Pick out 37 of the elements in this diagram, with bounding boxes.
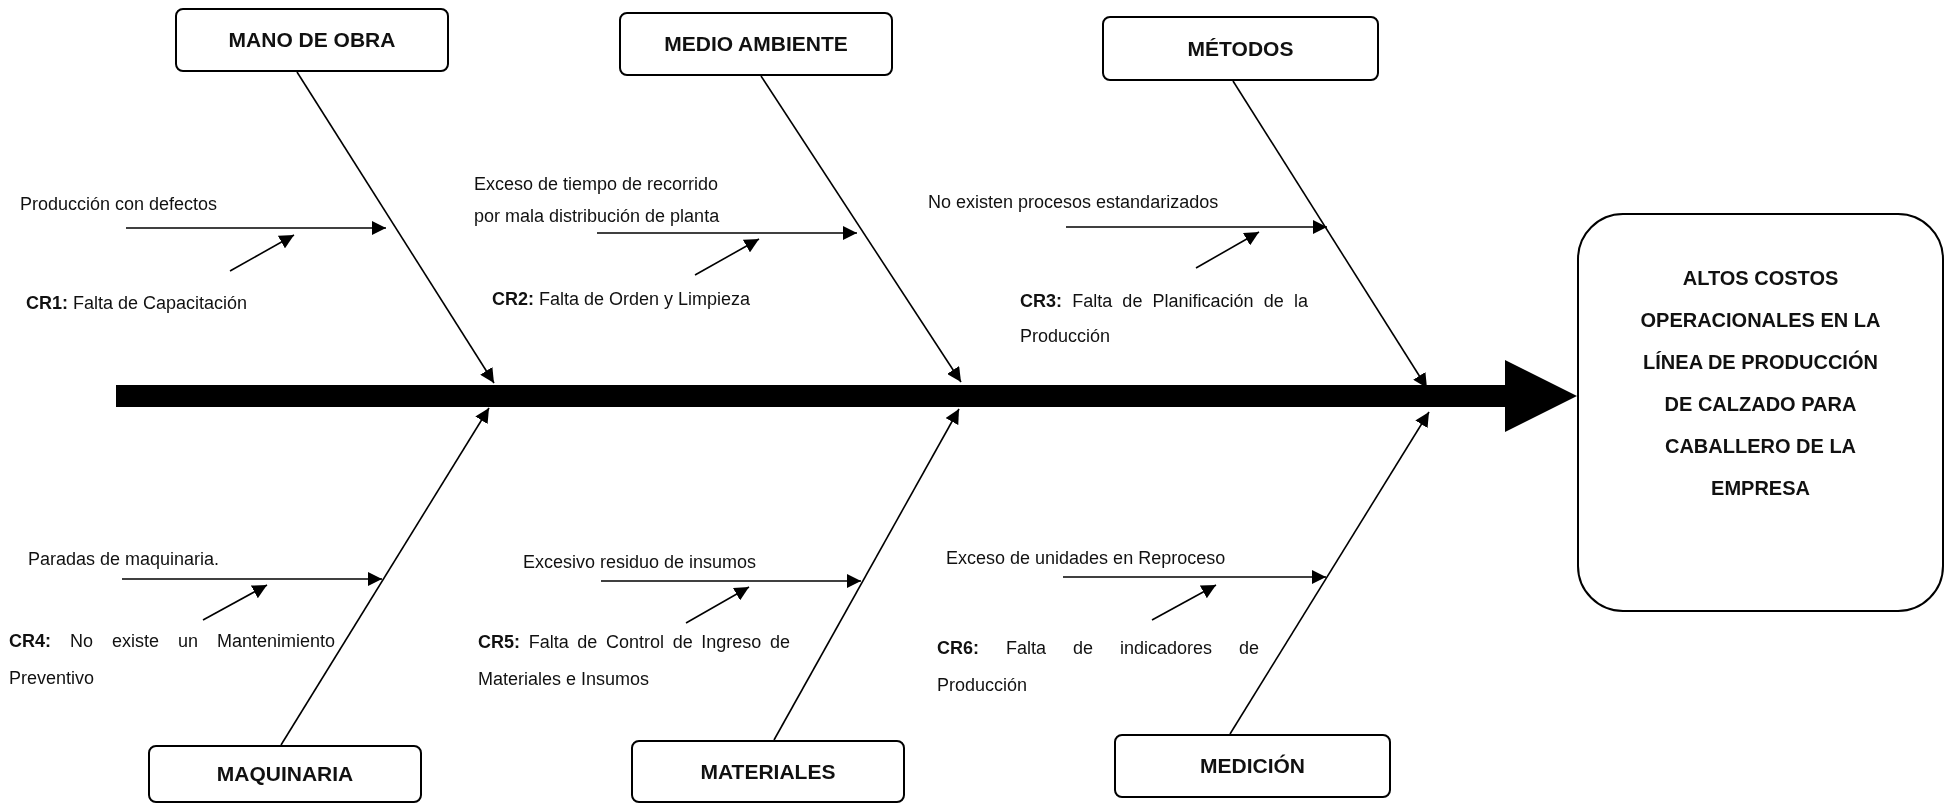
category-box: MÉTODOS bbox=[1102, 16, 1379, 81]
arrow bbox=[1229, 411, 1430, 735]
cause-text: Exceso de tiempo de recorrido por mala distribución de planta bbox=[474, 168, 732, 232]
cause-text: Producción con defectos bbox=[20, 193, 218, 215]
arrow bbox=[600, 573, 862, 589]
cause-text: No existen procesos estandarizados bbox=[928, 191, 1219, 213]
effect-box: ALTOS COSTOS OPERACIONALES EN LA LÍNEA DE PRODUCCIÓN DE CALZADO PARA CABALLERO DE LA EMPRESA bbox=[1577, 213, 1944, 612]
arrow bbox=[760, 75, 962, 383]
arrow bbox=[1151, 584, 1217, 621]
cause-text: Paradas de maquinaria. bbox=[28, 548, 220, 570]
arrow bbox=[296, 71, 495, 384]
arrow bbox=[229, 234, 295, 272]
arrow bbox=[121, 571, 383, 587]
arrow bbox=[685, 586, 750, 624]
root-cause-text: CR1: Falta de Capacitación bbox=[26, 292, 248, 314]
arrow bbox=[1062, 569, 1327, 585]
root-cause-text: CR2: Falta de Orden y Limpieza bbox=[492, 288, 751, 310]
arrow bbox=[280, 407, 490, 746]
arrow bbox=[125, 220, 387, 236]
root-cause-text: CR6: Falta de indicadores de Producción bbox=[937, 630, 1259, 704]
category-box: MATERIALES bbox=[631, 740, 905, 803]
category-box: MEDICIÓN bbox=[1114, 734, 1391, 798]
cause-text: Excesivo residuo de insumos bbox=[523, 551, 757, 573]
root-cause-text: CR3: Falta de Planificación de la Producción bbox=[1020, 284, 1308, 354]
root-cause-text: CR5: Falta de Control de Ingreso de Materiales e Insumos bbox=[478, 624, 790, 698]
arrow bbox=[202, 584, 268, 621]
category-box: MANO DE OBRA bbox=[175, 8, 449, 72]
arrow bbox=[1065, 219, 1328, 235]
cause-text: Exceso de unidades en Reproceso bbox=[946, 547, 1226, 569]
spine-arrow bbox=[116, 360, 1577, 432]
arrow bbox=[596, 225, 858, 241]
arrow bbox=[773, 408, 960, 741]
category-box: MEDIO AMBIENTE bbox=[619, 12, 893, 76]
category-box: MAQUINARIA bbox=[148, 745, 422, 803]
root-cause-text: CR4: No existe un Mantenimiento Preventivo bbox=[9, 623, 335, 697]
arrow bbox=[1195, 231, 1260, 269]
arrow bbox=[694, 238, 760, 276]
